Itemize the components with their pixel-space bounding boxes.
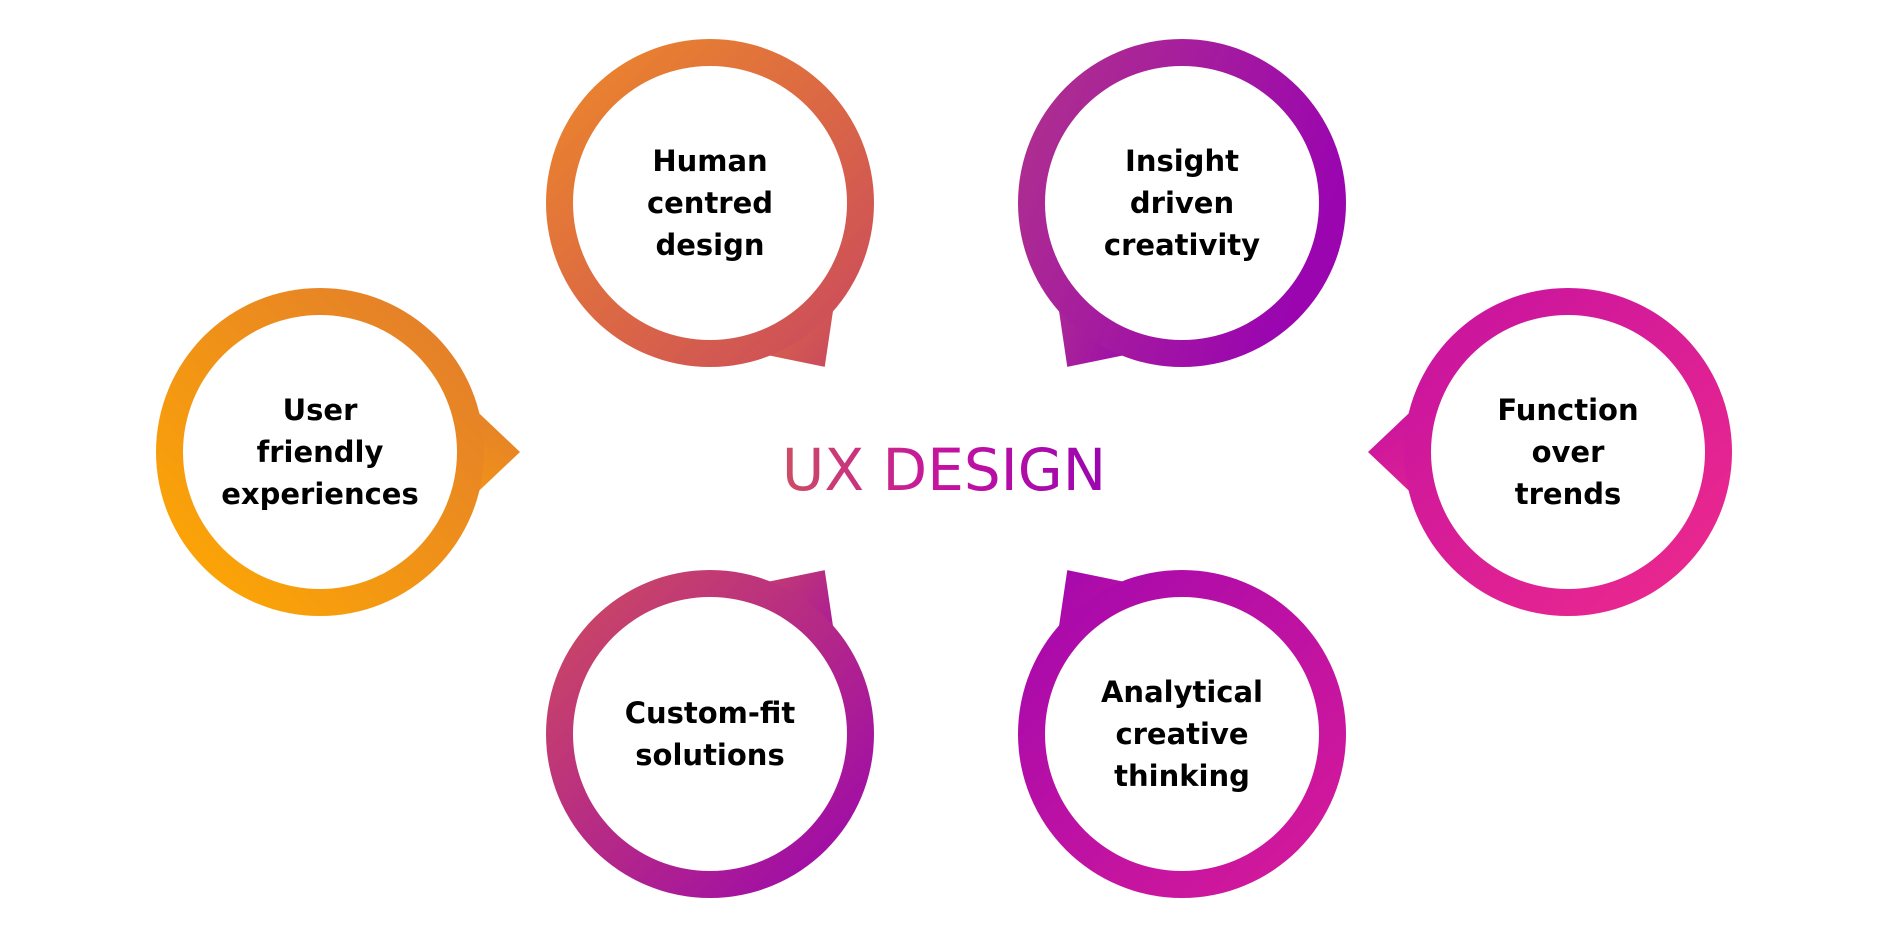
node-function-over-trends: Function over trends <box>1368 288 1732 616</box>
node-label-line: experiences <box>221 477 418 511</box>
node-label-line: design <box>655 228 764 262</box>
node-label-line: trends <box>1515 477 1622 511</box>
node-inner <box>183 315 457 589</box>
node-label-line: Human <box>652 144 767 178</box>
node-inner <box>1431 315 1705 589</box>
node-label-line: Custom-fit <box>625 696 796 730</box>
node-analytical-creative-thinking: Analytical creative thinking <box>1018 570 1346 898</box>
node-label: User friendly experiences <box>221 393 418 511</box>
node-label-line: thinking <box>1114 759 1250 793</box>
node-label: Function over trends <box>1497 393 1638 511</box>
node-label: Analytical creative thinking <box>1101 675 1263 793</box>
node-label: Custom-fit solutions <box>625 696 796 772</box>
node-label-line: Analytical <box>1101 675 1263 709</box>
node-inner <box>573 66 847 340</box>
node-label: Insight driven creativity <box>1104 144 1260 262</box>
node-label-line: creativity <box>1104 228 1260 262</box>
node-label-line: Insight <box>1125 144 1239 178</box>
node-custom-fit-solutions: Custom-fit solutions <box>546 570 874 898</box>
node-label-line: creative <box>1115 717 1248 751</box>
node-inner <box>573 597 847 871</box>
node-inner <box>1045 66 1319 340</box>
node-label-line: over <box>1532 435 1605 469</box>
node-human-centred-design: Human centred design <box>546 39 874 367</box>
node-label-line: Function <box>1497 393 1638 427</box>
node-user-friendly-experiences: User friendly experiences <box>156 288 520 616</box>
node-label: Human centred design <box>647 144 773 262</box>
node-label-line: centred <box>647 186 773 220</box>
node-label-line: friendly <box>257 435 384 469</box>
node-label-line: driven <box>1130 186 1234 220</box>
node-insight-driven-creativity: Insight driven creativity <box>1018 39 1346 367</box>
node-label-line: solutions <box>635 738 784 772</box>
center-title: UX DESIGN <box>782 436 1106 504</box>
node-inner <box>1045 597 1319 871</box>
nodes-layer: User friendly experiences Human centred desig… <box>156 39 1732 898</box>
node-label-line: User <box>283 393 358 427</box>
